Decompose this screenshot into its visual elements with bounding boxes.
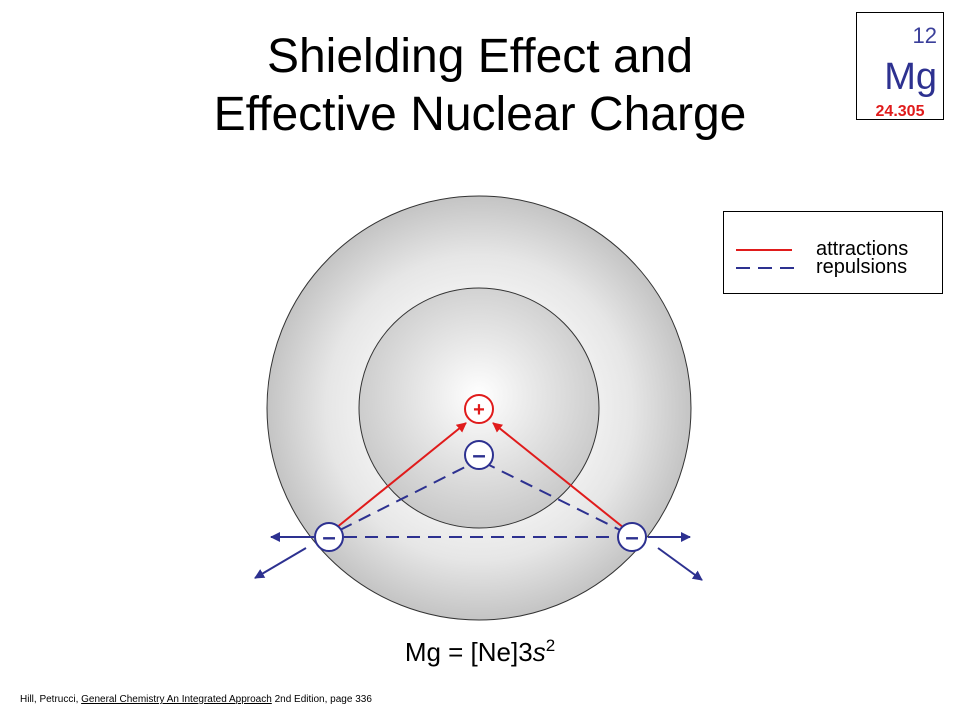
nucleus-charge: + [473,399,485,421]
inner-electron-charge: – [472,442,485,469]
attraction-line-swatch [736,249,792,251]
slide-title: Shielding Effect and Effective Nuclear C… [120,28,840,144]
valence-electron-right-charge: – [625,524,638,551]
attraction-line-left [335,422,467,529]
citation-edition: 2nd Edition, page 336 [271,694,372,705]
citation-authors: Hill, Petrucci, [20,694,82,705]
electron-configuration: Mg = [Ne]3s2 [360,636,600,668]
citation: Hill, Petrucci, General Chemistry An Int… [20,694,372,705]
repulsion-line-right-inner [482,461,621,531]
inner-electron: – [464,440,494,470]
citation-book-title: General Chemistry An Integrated Approach [81,694,272,705]
valence-electron-left-charge: – [322,524,335,551]
attraction-line-right [492,422,625,529]
periodic-element-tile: 12 Mg 24.305 [856,12,944,120]
title-line-2: Effective Nuclear Charge [213,88,747,141]
legend: attractions repulsions [723,211,943,294]
repulsion-arrow-left-out [254,547,307,579]
legend-label-repulsions: repulsions [816,256,908,278]
legend-item-attractions: attractions [724,234,942,264]
element-symbol: Mg [884,56,937,98]
legend-label-attractions: attractions [816,238,909,260]
repulsion-line-left-inner [339,461,476,531]
atomic-mass: 24.305 [875,103,925,120]
orbital-superscript: 2 [545,636,556,655]
configuration-prefix: Mg = [Ne]3 [404,637,533,667]
valence-electron-right: – [617,522,647,552]
repulsion-line-swatch [736,267,794,269]
legend-item-repulsions: repulsions [724,256,942,294]
valence-electron-left: – [314,522,344,552]
repulsion-arrow-right-down [657,547,703,581]
orbital-letter: s [532,637,546,667]
atomic-number: 12 [912,23,937,48]
title-line-1: Shielding Effect and [266,30,694,83]
nucleus: + [464,394,494,424]
